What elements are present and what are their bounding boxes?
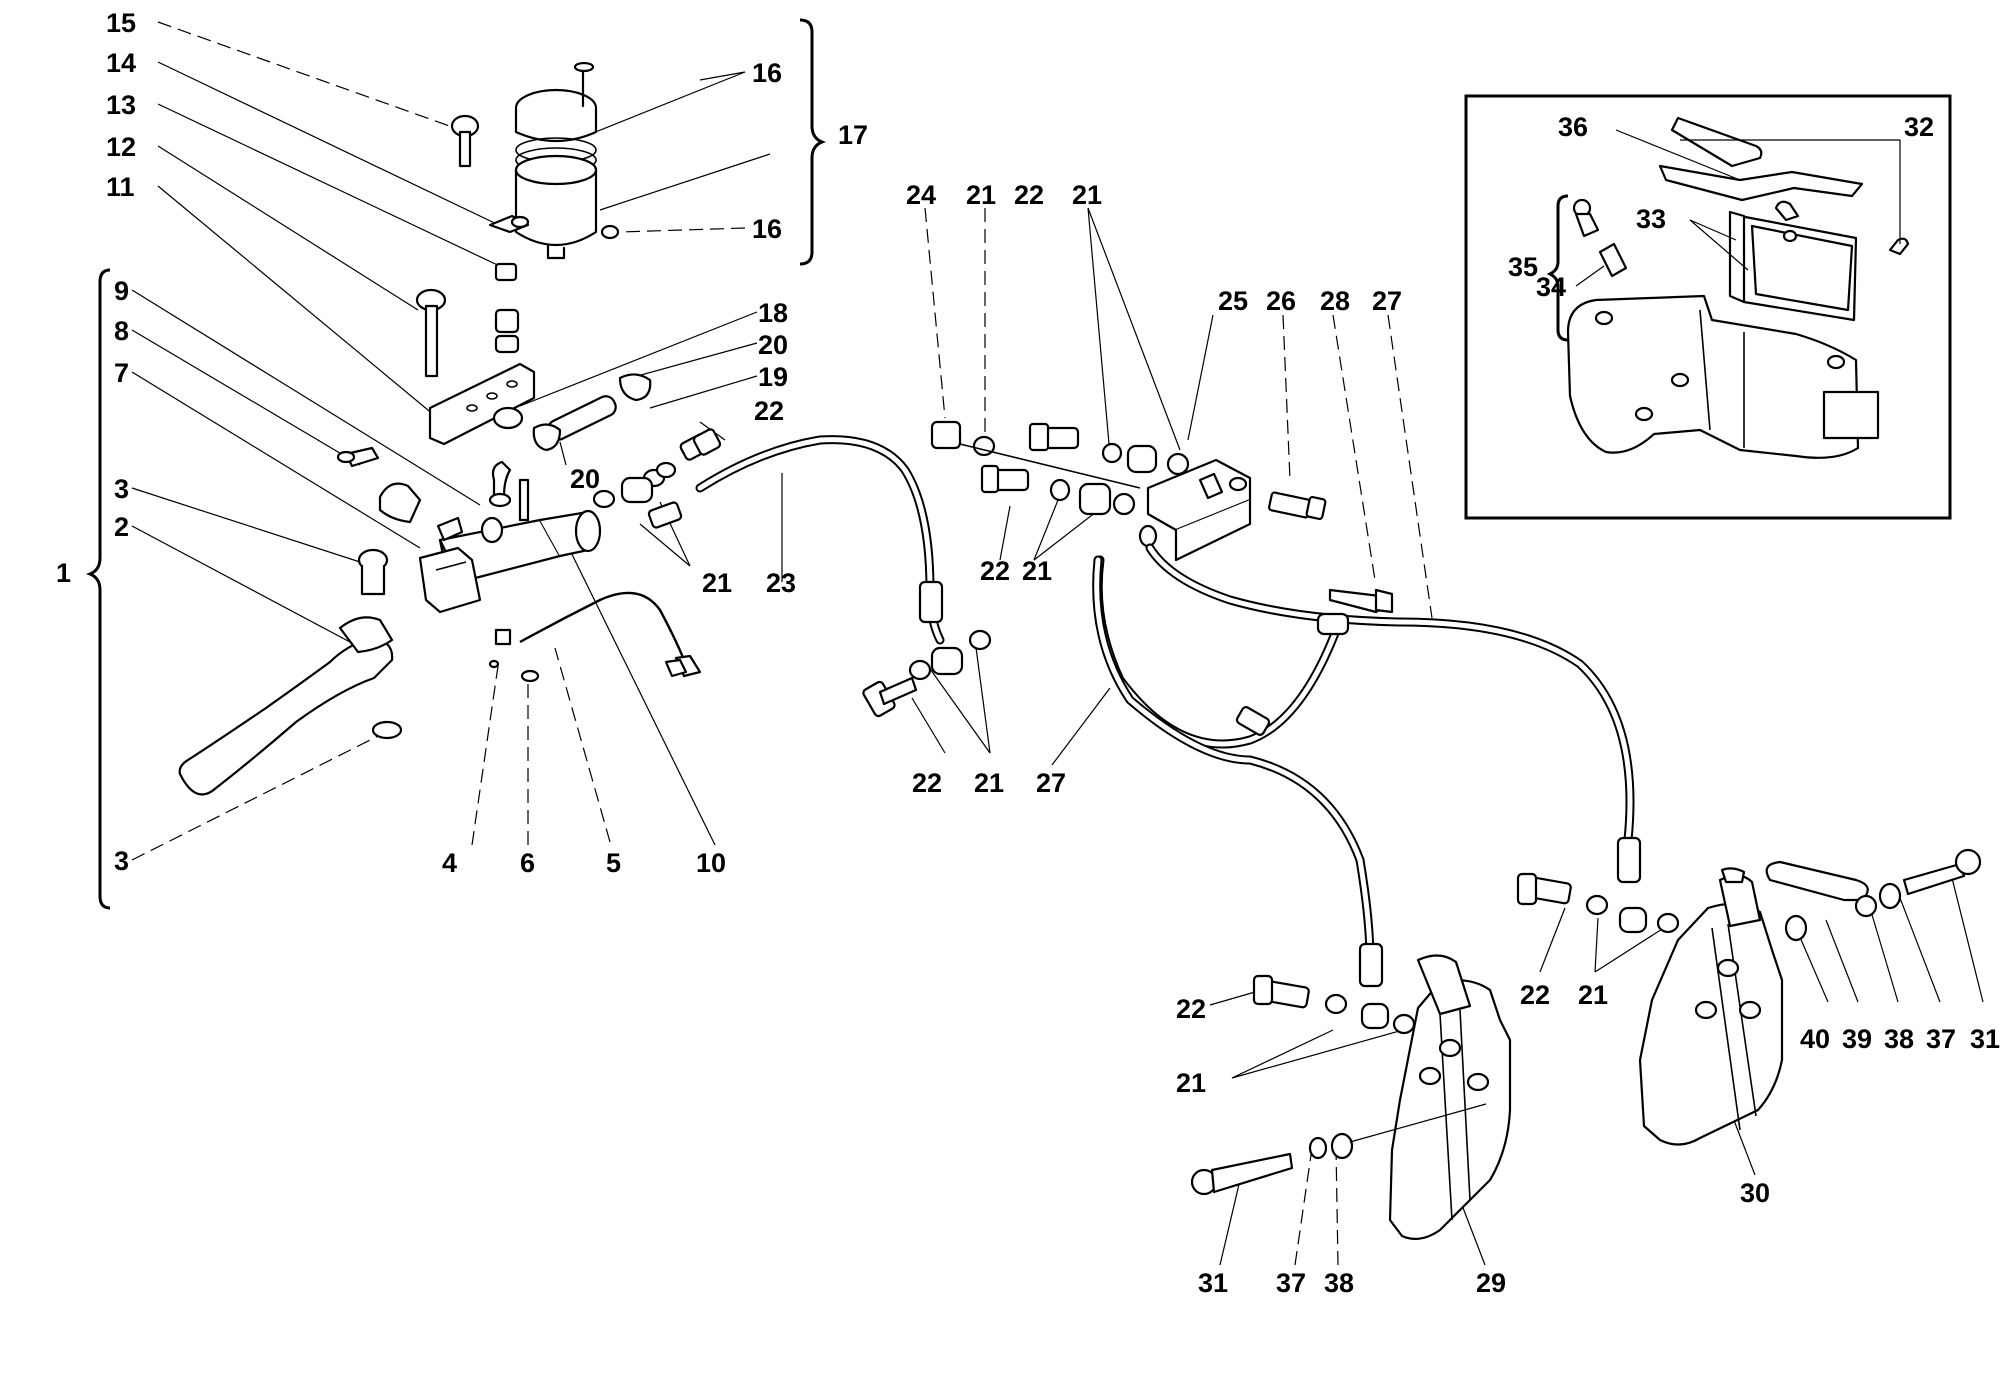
callout-labels: 15 14 13 12 11 9 8 7 3 2 1 3 16 17 16 18… — [56, 8, 2000, 1298]
callout-6: 6 — [520, 848, 535, 878]
callout-31-right: 31 — [1970, 1024, 2000, 1054]
callout-9: 9 — [114, 276, 129, 306]
callout-12: 12 — [106, 132, 136, 162]
callout-26: 26 — [1266, 286, 1296, 316]
callout-36: 36 — [1558, 112, 1588, 142]
hose-to-left-caliper — [1092, 555, 1416, 1035]
callout-38-right: 38 — [1884, 1024, 1914, 1054]
callout-27-mid: 27 — [1036, 768, 1066, 798]
callout-2: 2 — [114, 512, 129, 542]
callout-4: 4 — [442, 848, 457, 878]
callout-32: 32 — [1904, 112, 1934, 142]
callout-21-low: 21 — [974, 768, 1004, 798]
callout-3-lower: 3 — [114, 846, 129, 876]
master-cylinder-assembly — [178, 61, 722, 796]
callout-28: 28 — [1320, 286, 1350, 316]
callout-10: 10 — [696, 848, 726, 878]
callout-30: 30 — [1740, 1178, 1770, 1208]
callout-21-mc: 21 — [702, 568, 732, 598]
inset-caliper-detail — [1464, 94, 1952, 520]
hose-to-right-caliper — [1145, 543, 1680, 934]
callout-33: 33 — [1636, 204, 1666, 234]
callout-37-right: 37 — [1926, 1024, 1956, 1054]
callout-21-mid: 21 — [1022, 556, 1052, 586]
caliper-29 — [1190, 954, 1512, 1241]
callout-8: 8 — [114, 316, 129, 346]
callout-21-caliper-30: 21 — [1578, 980, 1608, 1010]
inset-leader-lines — [1575, 129, 1901, 287]
callout-22-mid: 22 — [980, 556, 1010, 586]
callout-38-left: 38 — [1324, 1268, 1354, 1298]
callout-35: 35 — [1508, 252, 1538, 282]
callout-31-left: 31 — [1198, 1268, 1228, 1298]
callout-13: 13 — [106, 90, 136, 120]
callout-22-top: 22 — [1014, 180, 1044, 210]
callout-40: 40 — [1800, 1024, 1830, 1054]
callout-21-top-b: 21 — [1072, 180, 1102, 210]
callout-19: 19 — [758, 362, 788, 392]
callout-22-caliper-30: 22 — [1520, 980, 1550, 1010]
leader-lines — [131, 21, 1984, 1266]
callout-39: 39 — [1842, 1024, 1872, 1054]
callout-7: 7 — [114, 358, 129, 388]
callout-22-mc: 22 — [754, 396, 784, 426]
callout-17: 17 — [838, 120, 868, 150]
brake-hose-23 — [695, 435, 992, 718]
callout-11: 11 — [106, 172, 135, 202]
callout-18: 18 — [758, 298, 788, 328]
callout-14: 14 — [106, 48, 136, 78]
group-brackets — [85, 18, 1569, 910]
callout-22-low: 22 — [912, 768, 942, 798]
callout-22-caliper-29: 22 — [1176, 994, 1206, 1024]
callout-29: 29 — [1476, 1268, 1506, 1298]
callout-23: 23 — [766, 568, 796, 598]
callout-34: 34 — [1536, 272, 1566, 302]
callout-1: 1 — [56, 558, 71, 588]
callout-37-left: 37 — [1276, 1268, 1306, 1298]
callout-3-upper: 3 — [114, 474, 129, 504]
callout-27-top: 27 — [1372, 286, 1402, 316]
callout-16-top: 16 — [752, 58, 782, 88]
caliper-30 — [1638, 848, 1982, 1146]
callout-20-bottom: 20 — [570, 464, 600, 494]
callout-5: 5 — [606, 848, 621, 878]
callout-15: 15 — [106, 8, 136, 38]
callout-24: 24 — [906, 180, 936, 210]
callout-16-bottom: 16 — [752, 214, 782, 244]
callout-25: 25 — [1218, 286, 1248, 316]
callout-21-caliper-29: 21 — [1176, 1068, 1206, 1098]
callout-20-top: 20 — [758, 330, 788, 360]
callout-21-top-a: 21 — [966, 180, 996, 210]
